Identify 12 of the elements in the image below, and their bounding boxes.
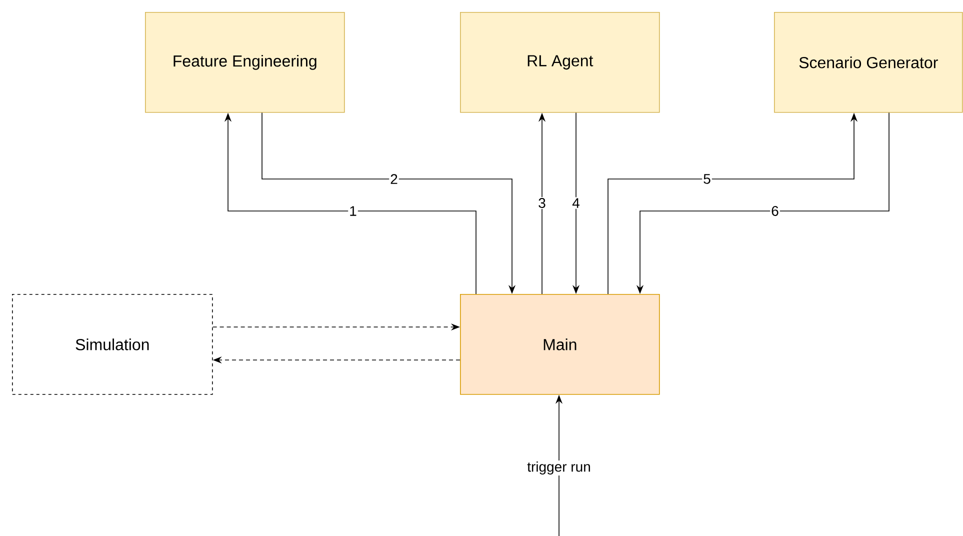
edge-label: 2 xyxy=(389,173,399,185)
dashed-box: Simulation xyxy=(12,294,213,395)
edge-label: 4 xyxy=(571,197,581,209)
process-box: Scenario Generator xyxy=(774,12,963,113)
edge-label: 5 xyxy=(702,173,712,185)
process-box: Main xyxy=(460,294,660,395)
edge-label: 6 xyxy=(770,205,780,217)
edge-label: 1 xyxy=(348,205,358,217)
edge-label: 3 xyxy=(537,197,547,209)
edge-label: trigger run xyxy=(526,460,592,476)
process-box: Feature Engineering xyxy=(145,12,345,113)
process-box: RL Agent xyxy=(460,12,660,113)
